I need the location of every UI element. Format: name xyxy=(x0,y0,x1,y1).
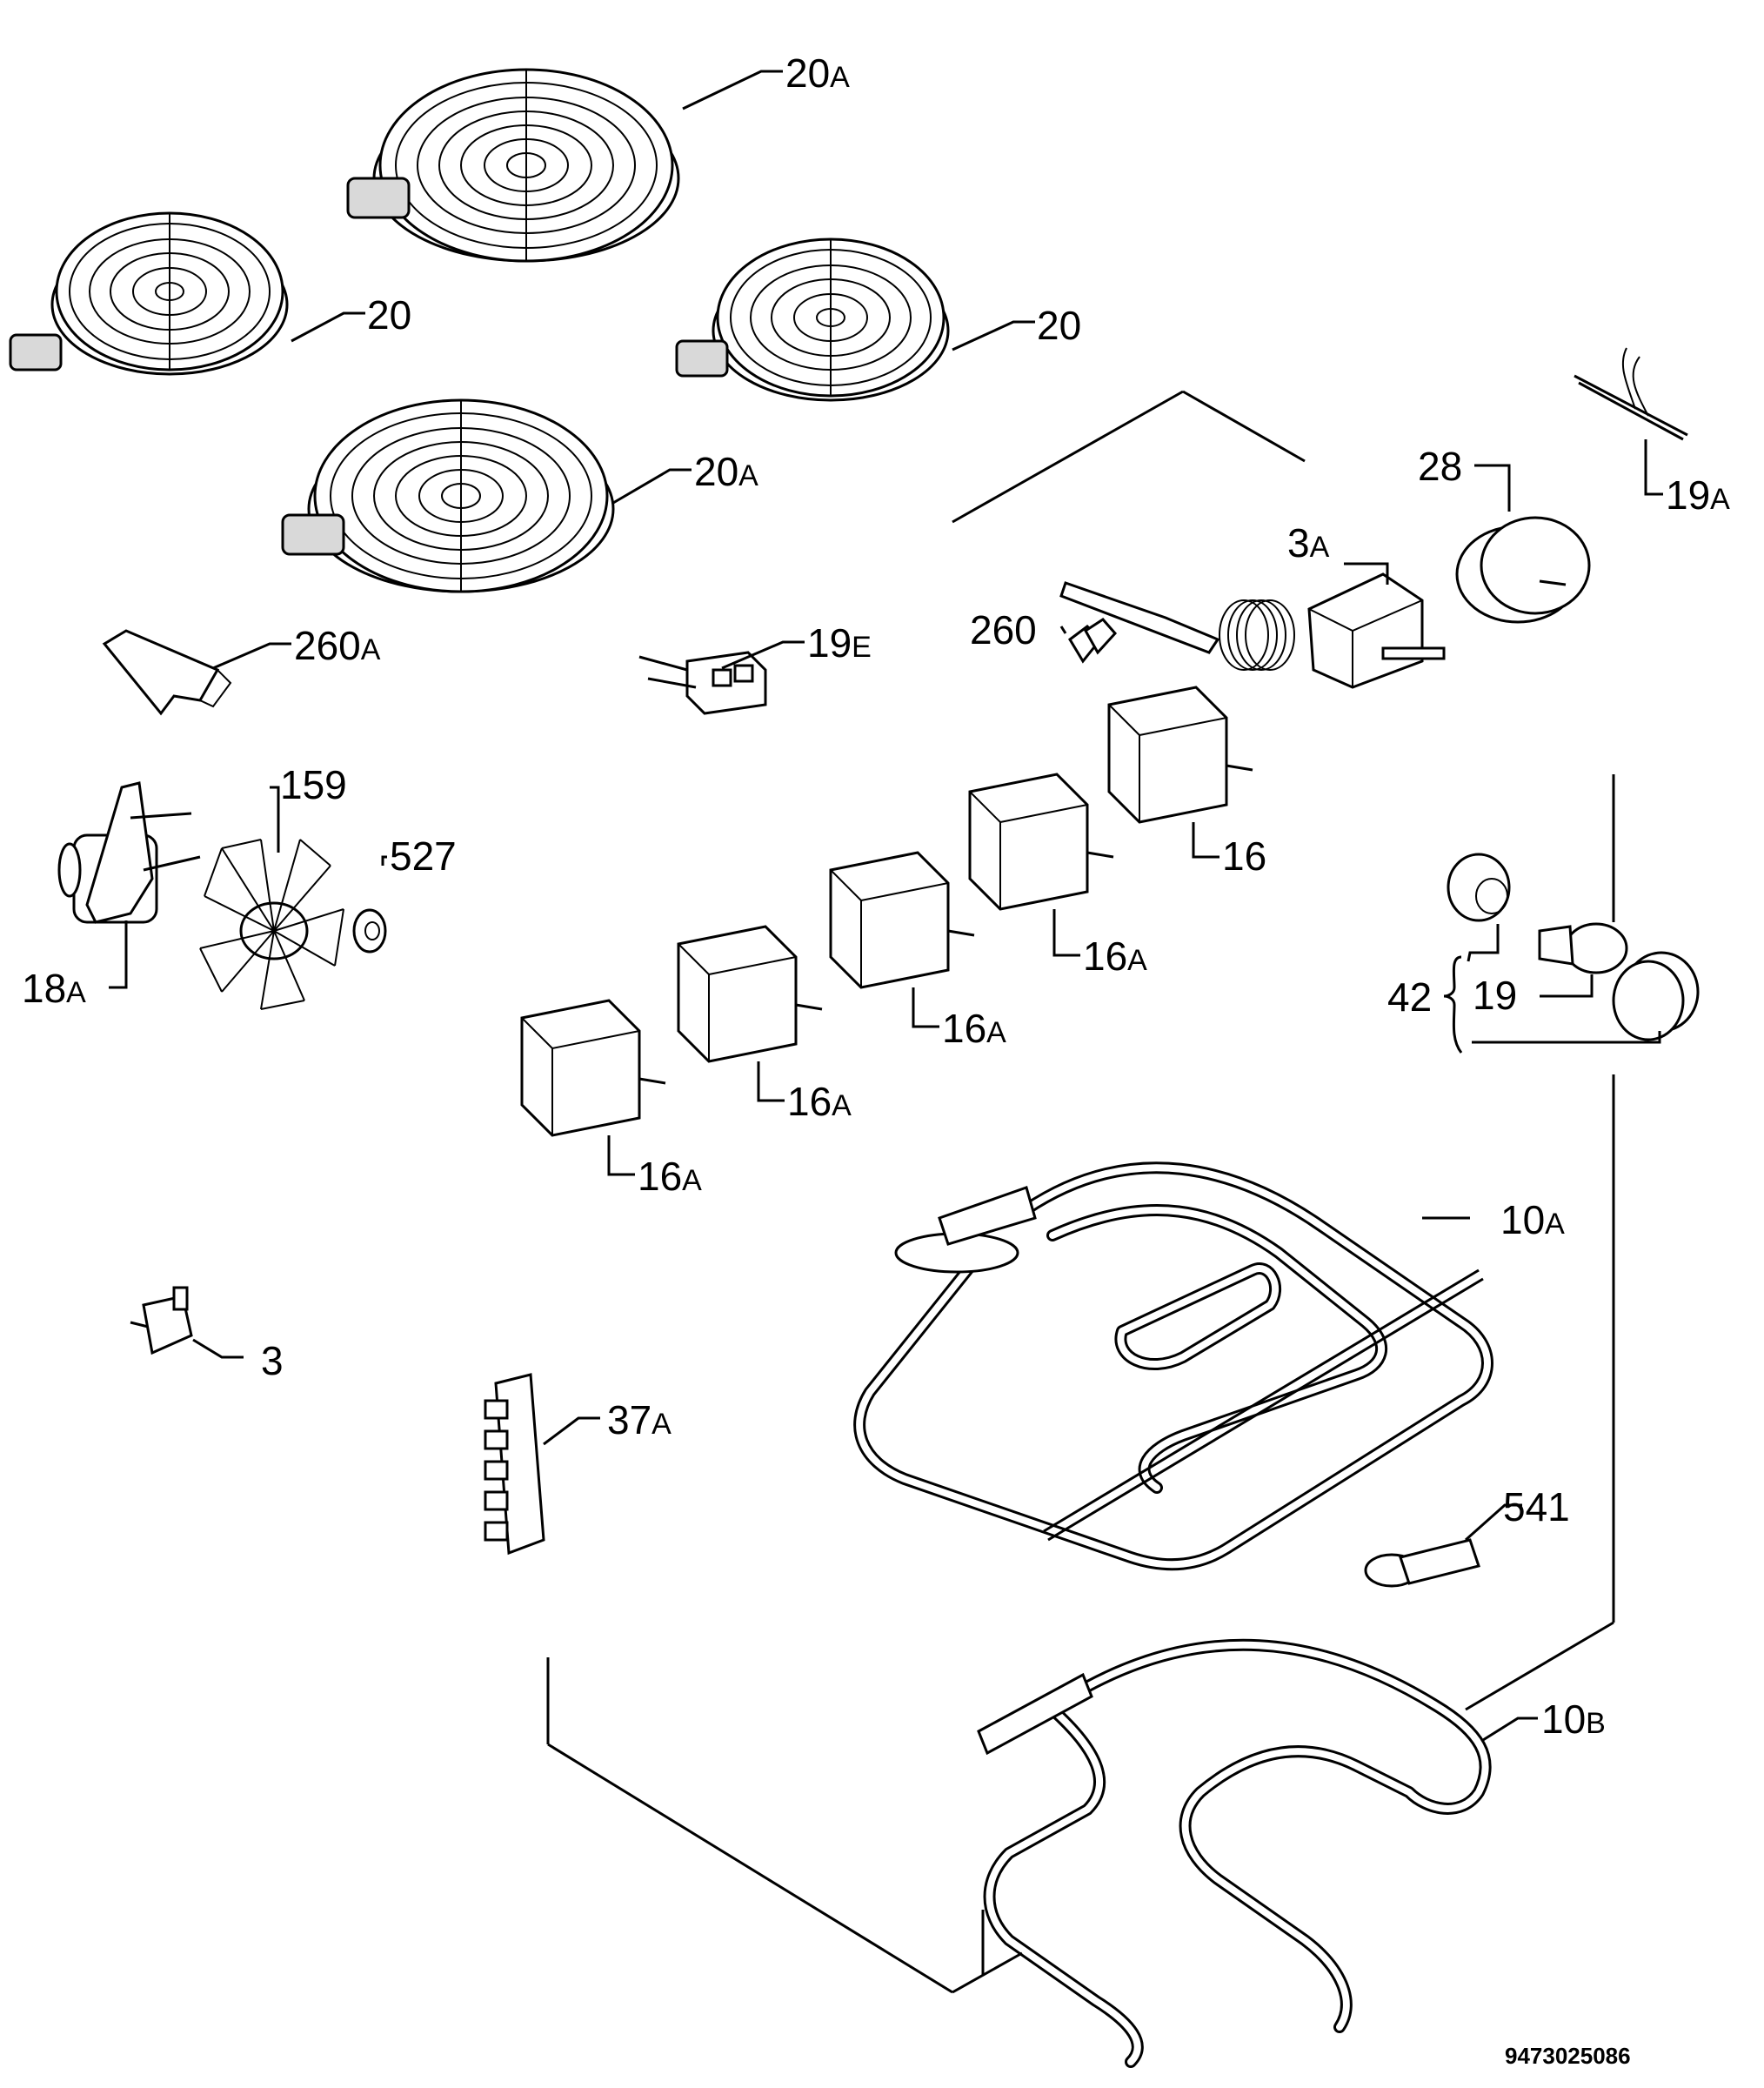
label-3a: 3A xyxy=(1287,520,1330,566)
fan-blade-159 xyxy=(199,839,344,1010)
heating-element-10a xyxy=(853,1161,1493,1571)
label-20a-mid: 20A xyxy=(694,449,758,494)
selector-switch-16a-2 xyxy=(829,851,975,989)
label-20a-top: 20A xyxy=(785,50,850,96)
selector-switch-16 xyxy=(1107,686,1253,824)
thermostat-3a xyxy=(1059,572,1446,689)
hotplate-20a-top xyxy=(346,68,680,263)
label-16: 16 xyxy=(1222,833,1266,879)
hotplate-20-left xyxy=(9,211,289,376)
label-19e: 19E xyxy=(807,620,872,666)
selector-switch-16a-3 xyxy=(677,925,823,1063)
selector-switch-16a-1 xyxy=(968,773,1114,911)
label-28: 28 xyxy=(1418,444,1462,489)
heating-element-10b xyxy=(977,1638,1492,2068)
assembly-outline-lines xyxy=(546,390,1615,1994)
label-541: 541 xyxy=(1503,1484,1570,1529)
knob-28 xyxy=(1455,516,1591,624)
selector-switch-16a-4 xyxy=(520,999,666,1137)
lamp-cover-42 xyxy=(1612,951,1700,1041)
label-16a-4: 16A xyxy=(638,1154,702,1199)
nut-527 xyxy=(352,908,387,954)
label-18a: 18A xyxy=(22,966,86,1011)
bulb-19 xyxy=(1538,922,1628,974)
label-16a-1: 16A xyxy=(1083,934,1147,979)
clip-541 xyxy=(1364,1538,1480,1588)
label-37a: 37A xyxy=(607,1397,672,1442)
terminal-block-37a xyxy=(484,1373,545,1556)
label-19: 19 xyxy=(1473,973,1517,1018)
label-20-left: 20 xyxy=(367,292,411,338)
label-19a: 19A xyxy=(1666,472,1730,518)
leader-lines xyxy=(109,70,1663,1742)
clip-260 xyxy=(1068,618,1118,664)
label-3: 3 xyxy=(261,1338,284,1383)
hotplate-20-right xyxy=(675,238,950,402)
connector-3 xyxy=(130,1286,193,1355)
label-159: 159 xyxy=(280,762,347,807)
lamp-socket-42 xyxy=(1447,853,1511,922)
label-20-right: 20 xyxy=(1037,303,1081,348)
label-10b: 10B xyxy=(1541,1696,1606,1742)
label-16a-2: 16A xyxy=(942,1006,1006,1051)
label-260a: 260A xyxy=(294,623,381,668)
label-10a: 10A xyxy=(1500,1197,1565,1242)
switch-19e xyxy=(638,651,767,715)
drawing-code: 9473025086 xyxy=(1505,2043,1631,2069)
label-527: 527 xyxy=(390,833,457,879)
fan-motor-18a xyxy=(57,781,201,924)
label-16a-3: 16A xyxy=(787,1079,852,1124)
label-260: 260 xyxy=(970,607,1037,652)
sensor-19a xyxy=(1574,347,1688,441)
label-42: 42 xyxy=(1387,974,1432,1020)
hotplate-20a-mid xyxy=(281,398,615,593)
bracket-260a xyxy=(102,629,232,716)
